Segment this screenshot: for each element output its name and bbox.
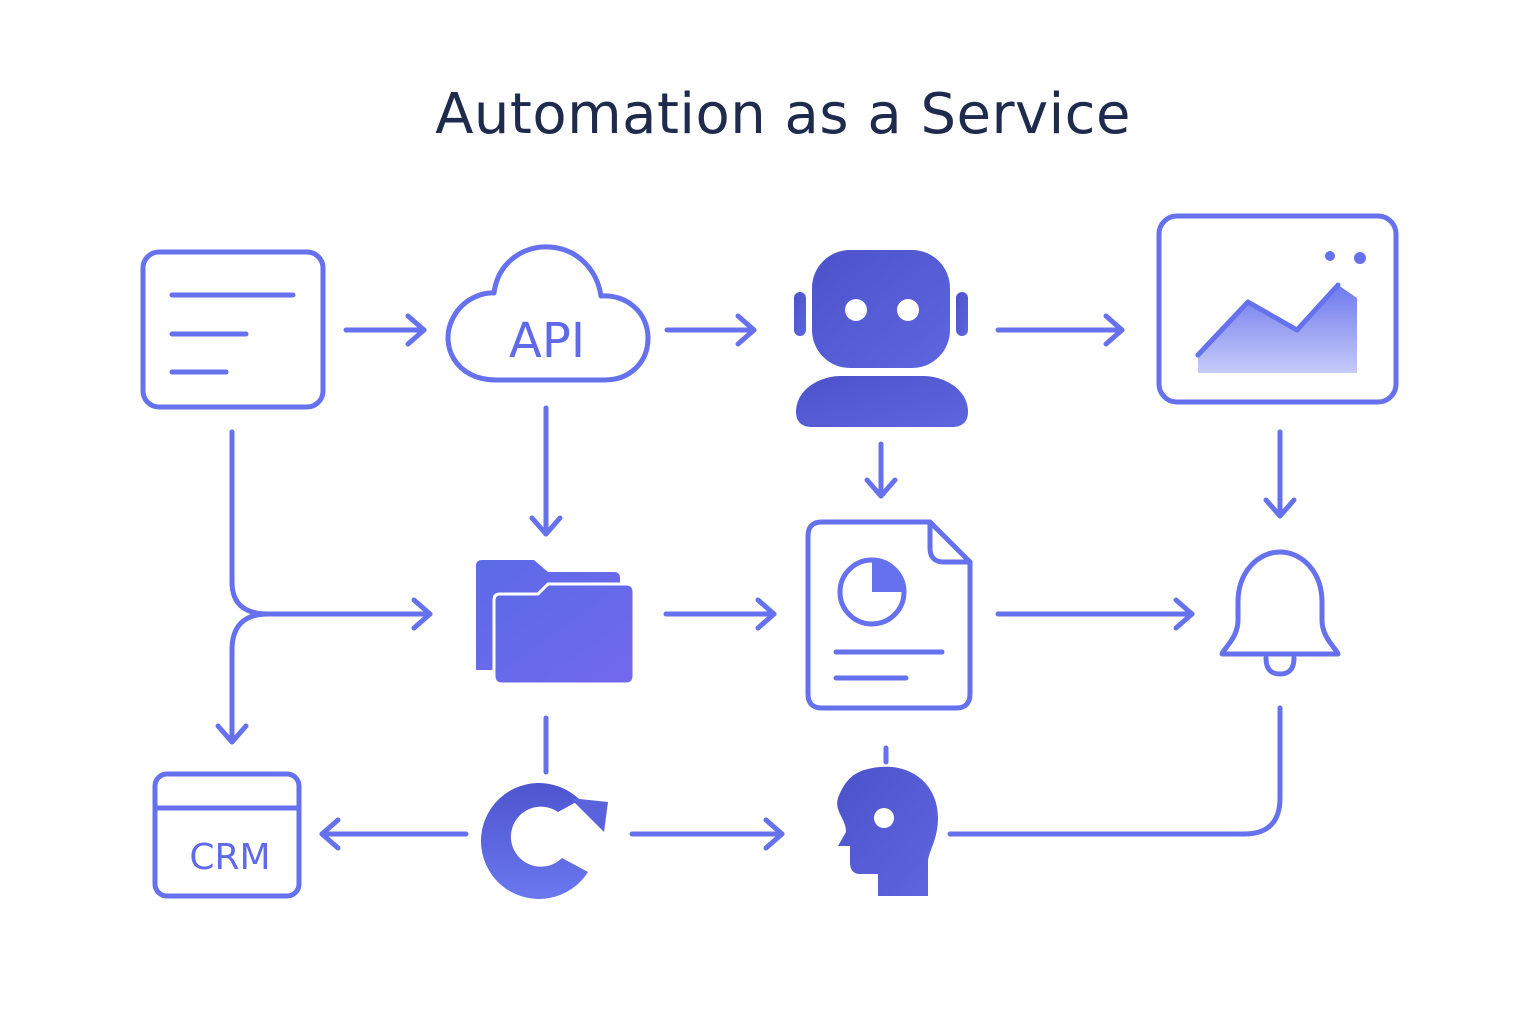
browser-window-icon: CRM: [152, 771, 302, 899]
connector-api-to-robot: [664, 313, 757, 347]
connector-doc-to-api: [343, 313, 427, 347]
connector-api-to-folder: [529, 405, 563, 537]
refresh-icon: [480, 783, 608, 900]
cloud-icon: API: [445, 244, 651, 383]
connector-sync-to-ai: [629, 817, 785, 851]
robot-icon: [794, 250, 968, 427]
report-pie-icon: [805, 519, 973, 711]
connector-robot-to-dashboard: [995, 313, 1125, 347]
folder-icon: [476, 560, 636, 686]
crm-label: CRM: [189, 837, 270, 878]
connector-report-to-bell: [995, 597, 1195, 631]
connector-dashboard-to-bell: [1263, 429, 1297, 519]
diagram-title: Automation as a Service: [435, 82, 1131, 147]
connector-ai-to-bell: [947, 705, 1283, 837]
bell-icon: [1219, 549, 1341, 677]
ai-head-icon: [837, 745, 938, 896]
connector-folder-to-report: [663, 597, 777, 631]
api-label: API: [509, 313, 585, 369]
chart-window-icon: [1156, 213, 1399, 405]
connector-sync-to-crm: [319, 817, 469, 851]
connector-doc-split: [215, 429, 433, 745]
document-lines-icon: [140, 249, 326, 410]
connector-robot-to-report: [864, 441, 898, 499]
